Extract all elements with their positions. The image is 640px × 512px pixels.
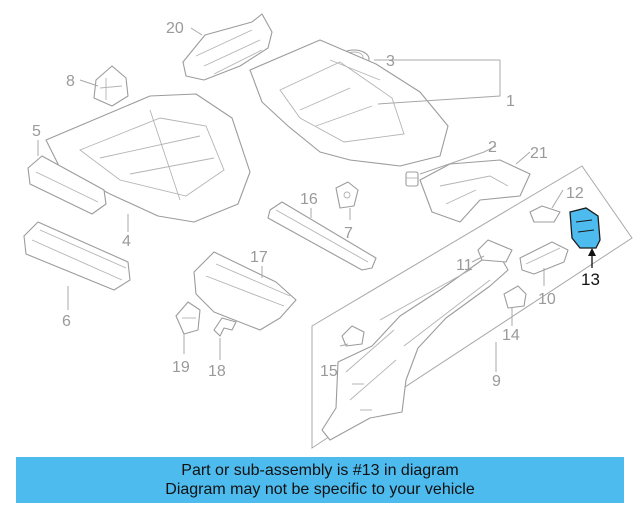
callout-13-highlighted: 13: [581, 270, 600, 289]
part-15-shape: [341, 325, 365, 347]
callout-7: 7: [344, 225, 353, 242]
part-1-shape: [249, 39, 449, 167]
part-19-shape: [175, 301, 201, 335]
part-9-shape: [321, 255, 509, 441]
callout-14: 14: [502, 327, 520, 344]
part-17-shape: [193, 251, 297, 331]
callout-1: 1: [506, 93, 515, 110]
callout-16: 16: [300, 191, 318, 208]
part-20-shape: [182, 13, 273, 81]
part-2-shape: [405, 171, 419, 187]
callout-10: 10: [538, 291, 556, 308]
part-14-shape: [503, 285, 527, 309]
part-13-shape: [569, 207, 601, 249]
part-5-shape: [27, 155, 107, 215]
banner-line-disclaimer: Diagram may not be specific to your vehi…: [165, 481, 475, 498]
group-9-panel: [311, 165, 633, 449]
callout-12: 12: [566, 185, 584, 202]
callout-3: 3: [386, 53, 395, 70]
callout-18: 18: [208, 363, 226, 380]
callout-15: 15: [320, 363, 338, 380]
callout-6: 6: [62, 313, 71, 330]
part-21-shape: [419, 159, 531, 223]
callout-19: 19: [172, 359, 190, 376]
callout-11: 11: [456, 257, 473, 274]
banner-line-part-number: Part or sub-assembly is #13 in diagram: [181, 462, 459, 479]
callout-9: 9: [492, 373, 501, 390]
part-11-shape: [477, 239, 513, 263]
part-8-shape: [93, 65, 129, 107]
part-7-shape: [335, 181, 359, 209]
callout-21: 21: [530, 145, 548, 162]
info-banner: Part or sub-assembly is #13 in diagram D…: [16, 457, 624, 503]
callout-20: 20: [166, 20, 184, 37]
callout-4: 4: [122, 233, 131, 250]
part-6-shape: [23, 221, 131, 291]
part-10-shape: [519, 241, 569, 275]
part-16-shape: [267, 201, 377, 271]
callout-8: 8: [66, 73, 75, 90]
part-12-shape: [529, 205, 561, 223]
part-4-shape: [45, 93, 251, 223]
callout-17: 17: [250, 249, 268, 266]
part-18-shape: [213, 317, 237, 337]
callout-5: 5: [32, 123, 41, 140]
callout-2: 2: [488, 139, 497, 156]
leader-lines: [37, 27, 596, 372]
